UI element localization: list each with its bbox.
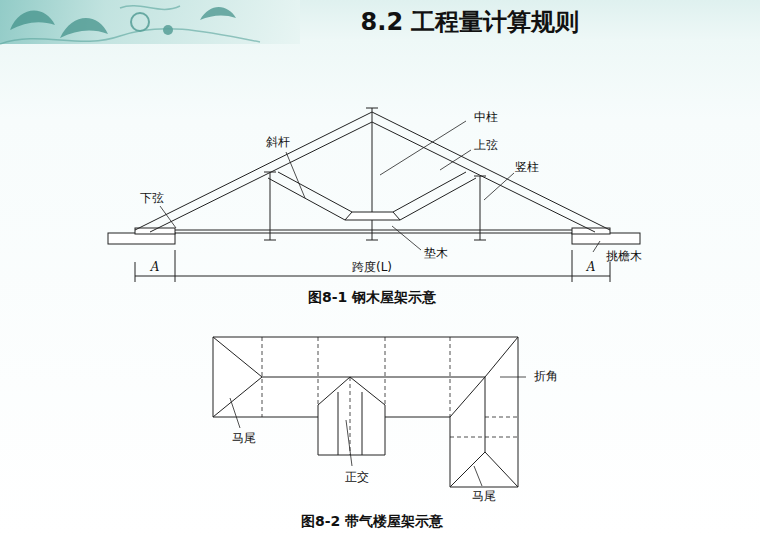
part-label: 正交	[345, 471, 369, 484]
part-label: 马尾	[232, 432, 256, 445]
figure-caption: 图8-1 钢木屋架示意	[308, 290, 436, 305]
leader-line	[230, 377, 526, 486]
dimension-label: A	[151, 261, 160, 274]
dashed-line	[262, 337, 518, 455]
dimension-label: A	[587, 261, 596, 274]
part-label: 斜杆	[266, 136, 290, 149]
steel-wood-truss	[108, 108, 640, 282]
figure-caption: 图8-2 带气楼屋架示意	[301, 514, 443, 529]
dimension-label: 跨度(L)	[352, 261, 392, 274]
header-band	[0, 0, 300, 44]
dormer-roof-plan	[213, 337, 518, 487]
part-label: 马尾	[472, 490, 496, 503]
part-label: 挑檐木	[606, 250, 642, 263]
part-label: 下弦	[140, 192, 164, 205]
leader-line	[160, 121, 600, 252]
part-label: 上弦	[474, 139, 498, 152]
part-label: 竖柱	[515, 161, 539, 174]
part-label: 中柱	[474, 111, 498, 124]
slide-title: 8.2 工程量计算规则	[361, 9, 580, 35]
part-label: 折角	[534, 370, 558, 383]
part-label: 垫木	[424, 247, 448, 260]
